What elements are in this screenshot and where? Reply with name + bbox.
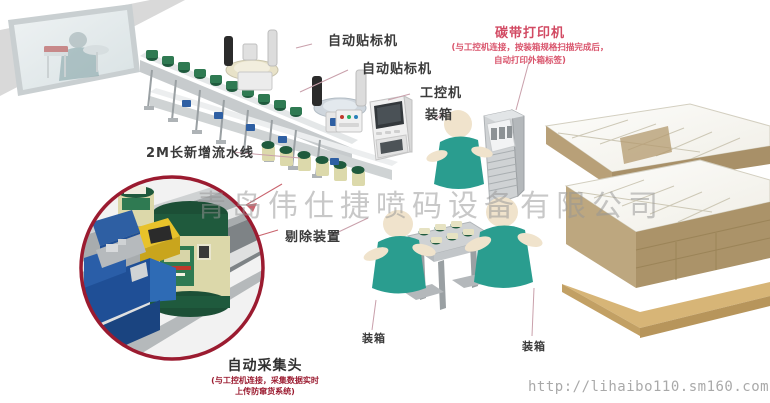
callout-ribbon-printer-title: 碳带打印机 <box>494 26 565 41</box>
magnifier-inset <box>79 175 265 361</box>
label-new-line: 2M长新增流水线 <box>146 146 254 161</box>
label-ipc: 工控机 <box>420 86 463 101</box>
packing-table <box>404 221 498 310</box>
worker-figure-top <box>426 110 493 189</box>
ipc-kiosk <box>369 95 413 161</box>
carton-pallet-lower <box>562 159 770 338</box>
callout-ribbon-printer-sub2: 自动打印外箱标签) <box>494 56 566 66</box>
label-boxing-top: 装箱 <box>425 108 454 123</box>
callout-auto-scanner-title: 自动采集头 <box>227 358 303 374</box>
bottle-group-lower <box>261 141 365 186</box>
callout-ribbon-printer: 碳带打印机 (与工控机连接，按装箱规格扫描完成后， 自动打印外箱标签) <box>450 22 610 67</box>
callout-auto-scanner: 自动采集头 (与工控机连接，采集数据实时 上传防窜货系统) <box>170 355 360 397</box>
callout-ribbon-printer-sub1: (与工控机连接，按装箱规格扫描完成后， <box>451 43 609 53</box>
callout-auto-scanner-sub2: 上传防窜货系统) <box>235 387 295 396</box>
label-boxing-left: 装箱 <box>362 332 386 345</box>
worker-figure-right <box>464 197 543 288</box>
worker-figure-left <box>363 210 436 294</box>
callout-leader-lines <box>231 43 535 337</box>
magnifier-pointer <box>245 183 283 212</box>
auto-labeler-machine-1 <box>224 29 279 91</box>
callout-auto-scanner-sub1: (与工控机连接，采集数据实时 <box>211 376 319 385</box>
label-reject-device: 剔除装置 <box>285 230 342 245</box>
label-auto-labeler-1: 自动贴标机 <box>328 34 399 49</box>
glass-partition-panel <box>8 4 140 96</box>
bottle-group-upper <box>146 50 302 117</box>
label-boxing-right: 装箱 <box>522 340 546 353</box>
label-auto-labeler-2: 自动贴标机 <box>362 62 433 77</box>
line-control-panel <box>335 109 363 133</box>
ribbon-printer-unit <box>483 109 525 207</box>
conveyor-line <box>140 50 398 186</box>
url-watermark: http://lihaibo110.sm160.com <box>528 379 770 395</box>
